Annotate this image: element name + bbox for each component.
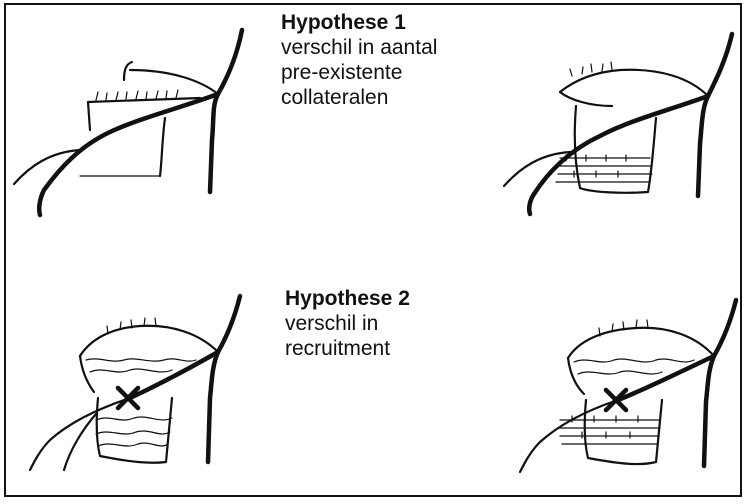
hypothesis2-title: Hypothese 2 [285, 286, 410, 311]
hypothesis2-line-1: verschil in [285, 311, 410, 336]
hypothesis1-caption: Hypothese 1 verschil in aantal pre-exist… [281, 10, 437, 110]
hypothesis2-line-2: recruitment [285, 336, 410, 361]
hypothesis1-title: Hypothese 1 [281, 10, 437, 35]
hypothesis1-line-2: pre-existente [281, 60, 437, 85]
hypothesis1-line-3: collateralen [281, 85, 437, 110]
hypothesis2-caption: Hypothese 2 verschil in recruitment [285, 286, 410, 361]
hypothesis1-line-1: verschil in aantal [281, 35, 437, 60]
